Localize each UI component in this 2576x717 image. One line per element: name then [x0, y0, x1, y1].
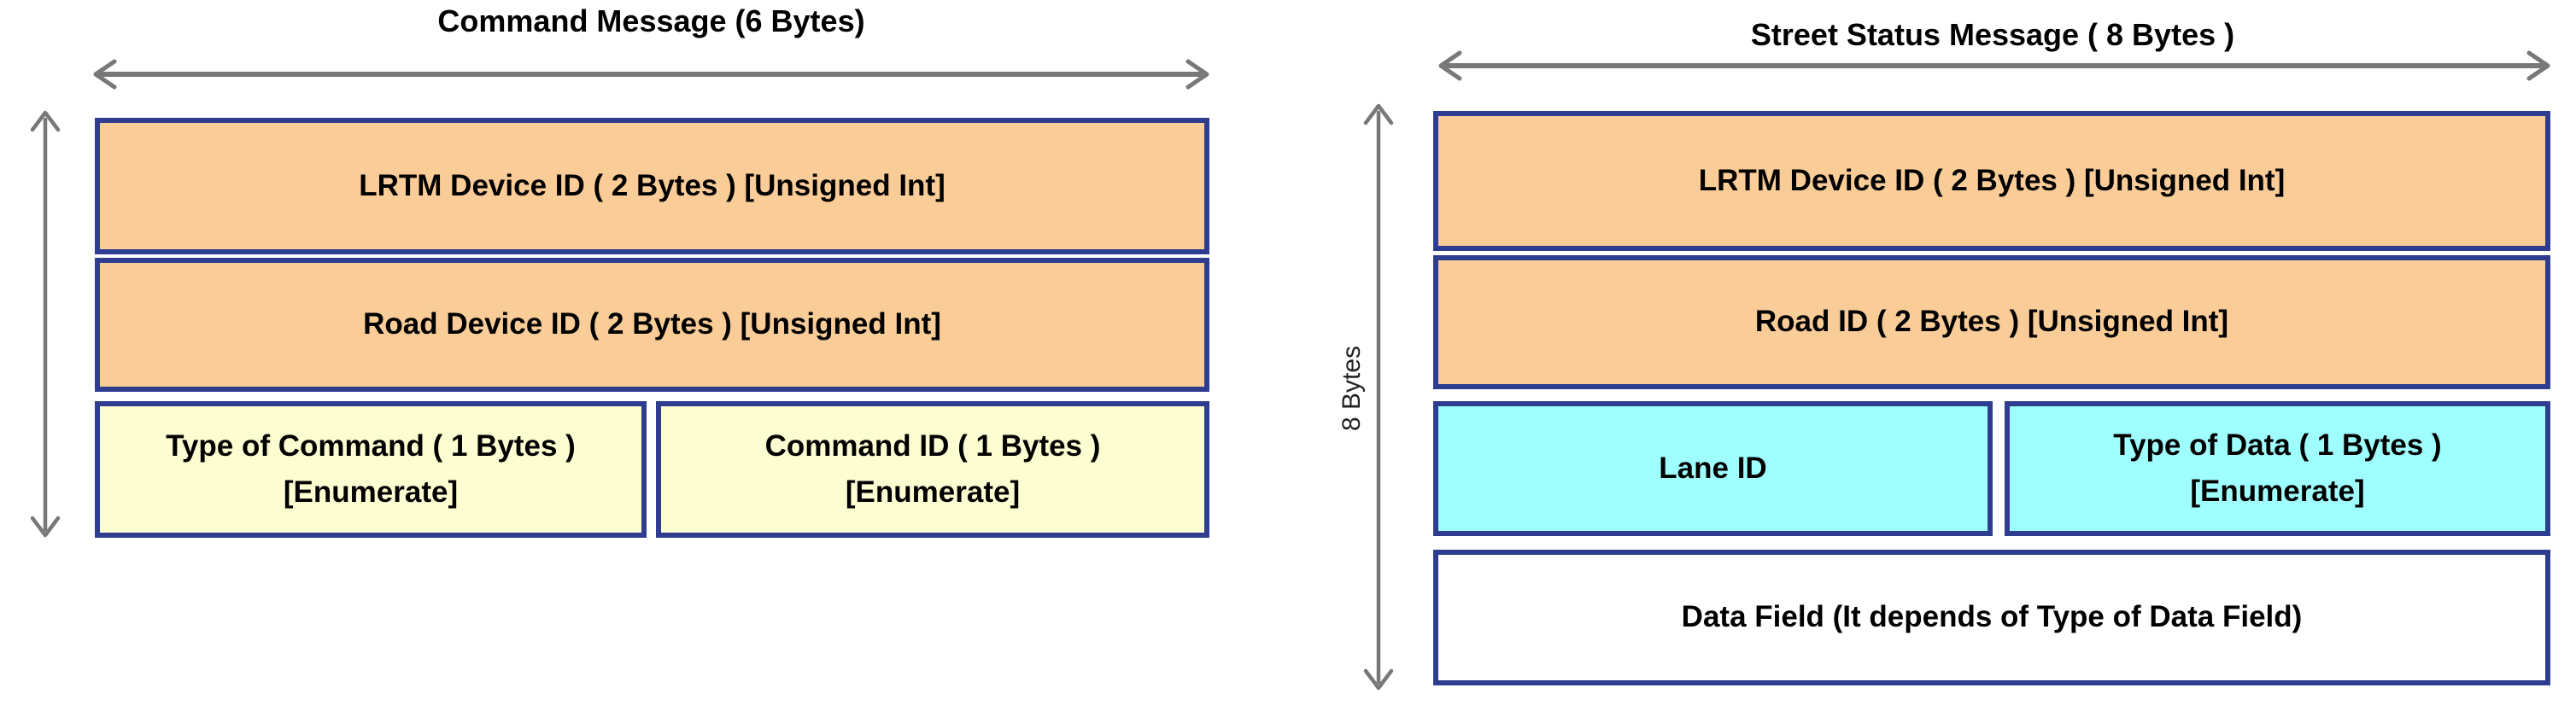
- field-label: Lane ID: [1659, 451, 1767, 485]
- field-road-device-id: Road Device ID ( 2 Bytes ) [Unsigned Int…: [95, 258, 1209, 392]
- field-data-field: Data Field (It depends of Type of Data F…: [1433, 550, 2550, 685]
- field-label: [Enumerate]: [845, 475, 1021, 509]
- command-height-arrow: [30, 110, 61, 538]
- field-label: LRTM Device ID ( 2 Bytes ) [Unsigned Int…: [359, 168, 946, 202]
- field-street-lrtm-device-id: LRTM Device ID ( 2 Bytes ) [Unsigned Int…: [1433, 111, 2550, 251]
- field-command-id: Command ID ( 1 Bytes ) [Enumerate]: [656, 401, 1209, 538]
- field-lane-id: Lane ID: [1433, 401, 1993, 536]
- field-label: Command ID ( 1 Bytes ): [764, 428, 1101, 463]
- field-label: LRTM Device ID ( 2 Bytes ) [Unsigned Int…: [1698, 163, 2286, 197]
- street-status-message-title: Street Status Message ( 8 Bytes ): [1750, 17, 2235, 52]
- field-label: Road ID ( 2 Bytes ) [Unsigned Int]: [1754, 305, 2229, 339]
- field-road-id: Road ID ( 2 Bytes ) [Unsigned Int]: [1433, 255, 2550, 389]
- field-type-of-data: Type of Data ( 1 Bytes ) [Enumerate]: [2005, 401, 2550, 536]
- field-label: Type of Command ( 1 Bytes ): [166, 428, 576, 463]
- field-label: Road Device ID ( 2 Bytes ) [Unsigned Int…: [363, 307, 941, 341]
- field-label: [Enumerate]: [283, 475, 459, 509]
- field-type-of-command: Type of Command ( 1 Bytes ) [Enumerate]: [95, 401, 647, 538]
- field-label: Type of Data ( 1 Bytes ): [2113, 428, 2442, 462]
- street-width-arrow: [1438, 50, 2550, 81]
- field-label: [Enumerate]: [2190, 475, 2365, 508]
- field-lrtm-device-id: LRTM Device ID ( 2 Bytes ) [Unsigned Int…: [95, 118, 1209, 254]
- field-label: Data Field (It depends of Type of Data F…: [1681, 600, 2303, 634]
- street-height-arrow: [1363, 103, 1394, 691]
- command-width-arrow: [93, 59, 1209, 90]
- command-message-title: Command Message (6 Bytes): [437, 3, 865, 38]
- street-total-size-label: 8 Bytes: [1338, 345, 1366, 432]
